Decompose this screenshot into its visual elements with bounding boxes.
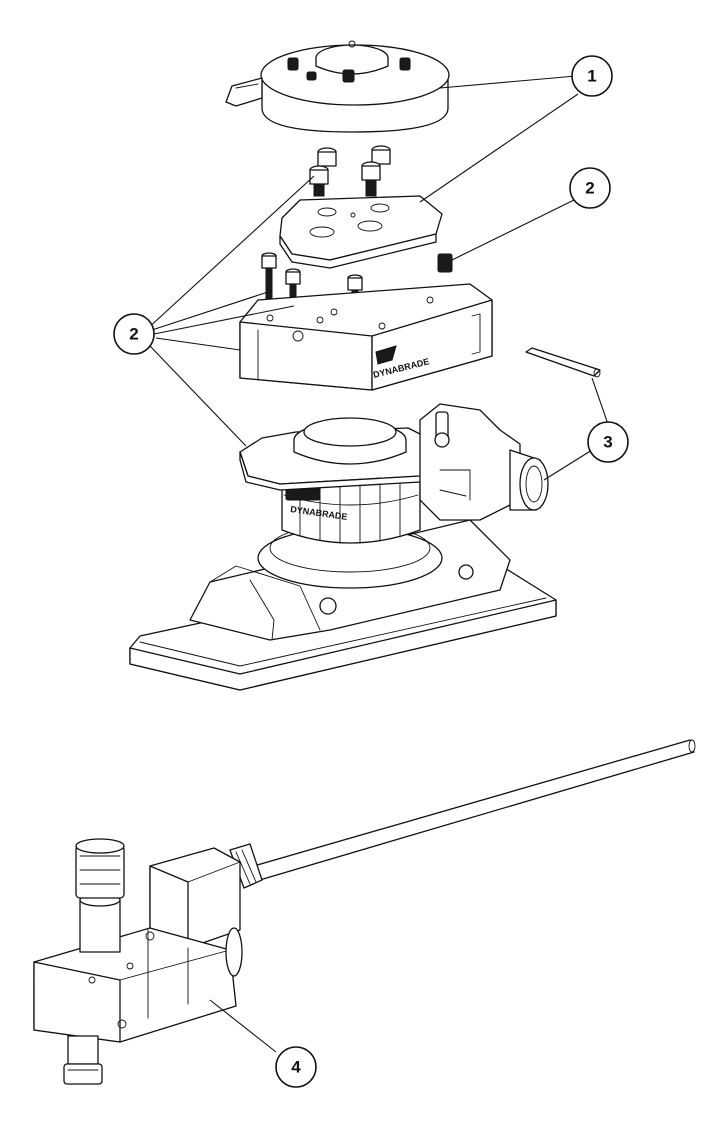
callout-3: 3 bbox=[587, 421, 629, 463]
adapter-block: DYNABRADE bbox=[239, 283, 493, 391]
leader-lines bbox=[145, 75, 611, 1053]
adapter-disc bbox=[225, 40, 450, 133]
pin bbox=[525, 347, 601, 378]
callout-2-right: 2 bbox=[569, 167, 611, 209]
callout-4-label: 4 bbox=[291, 1058, 301, 1077]
mounting-plate bbox=[279, 195, 443, 269]
callout-1: 1 bbox=[571, 55, 613, 97]
callout-2-left: 2 bbox=[113, 313, 155, 355]
callout-2-left-label: 2 bbox=[129, 325, 138, 344]
solenoid-valve bbox=[33, 739, 696, 1085]
callout-1-label: 1 bbox=[587, 67, 596, 86]
cap-screws-upper bbox=[309, 145, 391, 197]
callout-3-label: 3 bbox=[603, 433, 612, 452]
set-screw bbox=[437, 253, 453, 273]
orbital-sander: DYNABRADE bbox=[129, 403, 557, 691]
callout-2-right-label: 2 bbox=[585, 179, 594, 198]
callout-4: 4 bbox=[275, 1046, 317, 1088]
